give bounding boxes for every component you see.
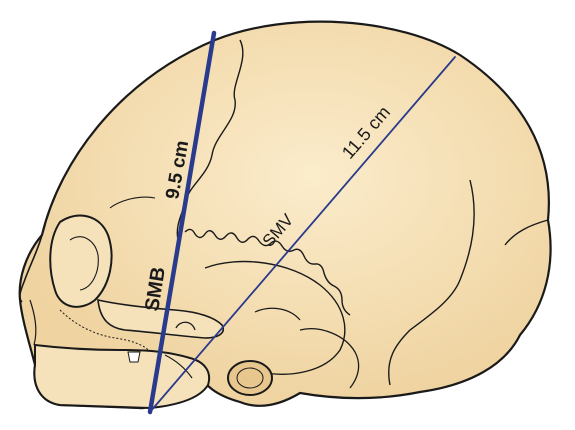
ear-canal xyxy=(227,360,273,396)
smb-measurement-line xyxy=(147,30,217,415)
zygomatic-notch xyxy=(175,321,196,331)
orbit xyxy=(49,214,113,308)
smv-measurement-line xyxy=(149,56,456,413)
mandible xyxy=(33,343,210,410)
petrous-contour xyxy=(254,307,301,321)
temporal-bone xyxy=(204,260,346,375)
squamous-suture xyxy=(184,228,351,316)
orbit-inner xyxy=(69,236,99,291)
occipital-contour xyxy=(504,219,549,246)
nasal-aperture xyxy=(29,299,37,346)
mastoid-contour xyxy=(299,328,360,389)
frontal-contour xyxy=(109,196,156,209)
tooth-bud xyxy=(127,351,141,363)
nasal-bone xyxy=(19,234,43,303)
mandible-ramus xyxy=(164,354,193,379)
ear-canal-inner xyxy=(236,367,264,389)
maxilla-outline xyxy=(59,309,151,353)
lambdoid-suture xyxy=(388,179,475,386)
